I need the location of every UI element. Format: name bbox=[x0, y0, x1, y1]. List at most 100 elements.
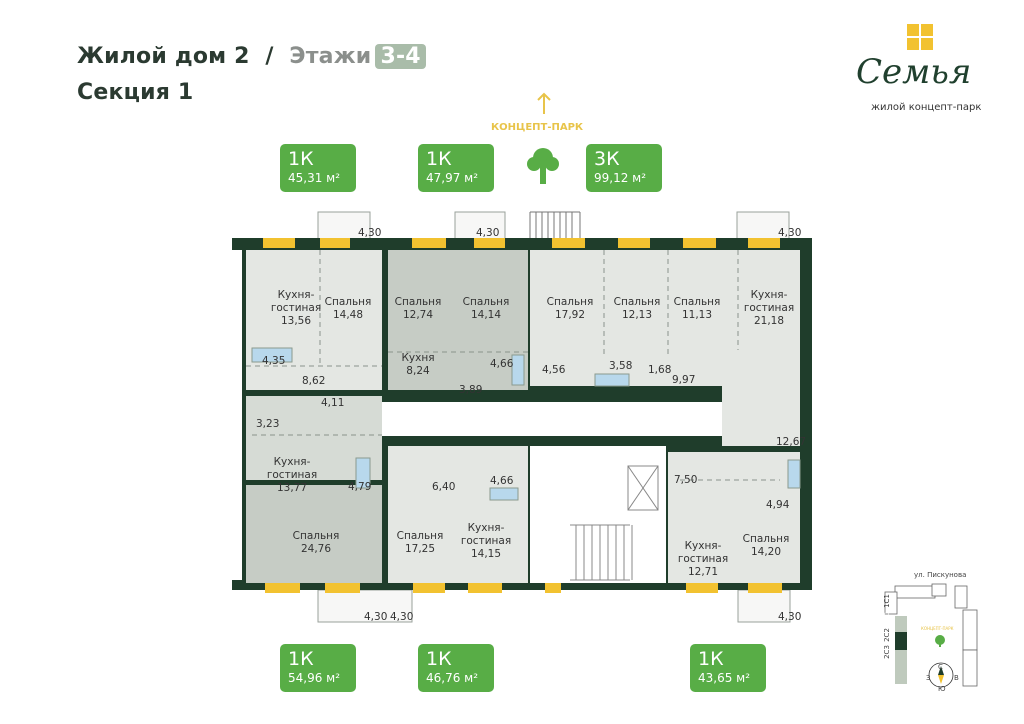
text-label: Этажи bbox=[289, 44, 372, 69]
park-label: КОНЦЕПТ-ПАРК bbox=[491, 122, 584, 133]
text-label: З bbox=[926, 674, 931, 682]
text-label: 46,76 м² bbox=[426, 671, 479, 685]
text-label: В bbox=[954, 674, 959, 682]
floors-badge: 3-4 bbox=[375, 44, 426, 69]
text-label: Спальня bbox=[613, 296, 661, 308]
apartment-46-76 bbox=[388, 446, 528, 583]
text-label: Спальня bbox=[396, 530, 444, 542]
area-value: 4,30 bbox=[778, 227, 802, 239]
text-label: 45,31 м² bbox=[288, 171, 341, 185]
area-value: 4,30 bbox=[390, 611, 414, 623]
text-label: 21,18 bbox=[753, 315, 785, 327]
area-value: 4,66 bbox=[490, 358, 514, 370]
text-label: 1К bbox=[426, 648, 452, 670]
text-label: Спальня bbox=[742, 533, 790, 545]
text-label: Жилой дом 2 bbox=[77, 44, 250, 69]
text-label: 99,12 м² bbox=[594, 171, 647, 185]
text-label: 1К bbox=[288, 148, 314, 170]
text-label: Спальня bbox=[673, 296, 721, 308]
text-label: / bbox=[265, 44, 274, 69]
area-value: 8,62 bbox=[302, 375, 326, 387]
text-label: 8,24 bbox=[406, 365, 430, 377]
area-value: 4,35 bbox=[262, 355, 286, 367]
apartment-45-31 bbox=[246, 250, 382, 390]
apartment-54-96 bbox=[246, 485, 382, 583]
area-value: 6,40 bbox=[432, 481, 456, 493]
text-label: жилой концепт-парк bbox=[871, 102, 982, 113]
apartment-99-12 bbox=[530, 250, 800, 386]
area-value: 12,67 bbox=[776, 436, 807, 448]
area-value: 4,30 bbox=[778, 611, 802, 623]
area-value: 4,94 bbox=[766, 499, 790, 511]
text-label: Кухня- гостиная bbox=[743, 289, 795, 314]
text-label: 12,13 bbox=[621, 309, 653, 321]
text-label: ул. Пискунова bbox=[914, 571, 967, 579]
arrow-up-icon bbox=[537, 92, 551, 114]
text-label: Спальня bbox=[292, 530, 340, 542]
apartment-47-97 bbox=[388, 250, 528, 390]
stairwell bbox=[530, 446, 666, 583]
text-label: 1К bbox=[288, 648, 314, 670]
text-label: 43,65 м² bbox=[698, 671, 751, 685]
text-label: 17,92 bbox=[554, 309, 586, 321]
corridor bbox=[382, 402, 722, 436]
text-label: 24,76 bbox=[300, 543, 332, 555]
text-label: Кухня bbox=[401, 352, 435, 364]
text-label: 12,71 bbox=[687, 566, 719, 578]
section-title: Секция 1 bbox=[77, 80, 194, 105]
area-value: 9,97 bbox=[672, 374, 696, 386]
text-label: Спальня bbox=[462, 296, 510, 308]
text-label: 14,48 bbox=[332, 309, 364, 321]
text-label: Ю bbox=[938, 685, 946, 693]
text-label: 2С1 bbox=[882, 611, 891, 625]
text-label: 14,14 bbox=[470, 309, 502, 321]
text-label: 14,20 bbox=[750, 546, 782, 558]
area-value: 3,23 bbox=[256, 418, 280, 430]
text-label: 13,56 bbox=[280, 315, 312, 327]
text-label: 1К bbox=[698, 648, 724, 670]
text-label: 11,13 bbox=[681, 309, 713, 321]
text-label: Семья bbox=[856, 52, 972, 92]
text-label: 2С2 bbox=[882, 628, 891, 642]
text-label: Кухня- гостиная bbox=[677, 540, 729, 565]
area-value: 4,79 bbox=[348, 481, 372, 493]
tree-icon bbox=[527, 148, 559, 184]
area-value: 1,68 bbox=[648, 364, 672, 376]
area-value: 3,89 bbox=[459, 384, 483, 396]
area-value: 4,30 bbox=[476, 227, 500, 239]
text-label: 54,96 м² bbox=[288, 671, 341, 685]
area-value: 7,50 bbox=[674, 474, 698, 486]
text-label: 12,74 bbox=[402, 309, 434, 321]
text-label: Спальня bbox=[394, 296, 442, 308]
text-label: 14,15 bbox=[470, 548, 502, 560]
area-value: 4,11 bbox=[321, 397, 345, 409]
text-label: 47,97 м² bbox=[426, 171, 479, 185]
text-label: Спальня bbox=[324, 296, 372, 308]
area-value: 4,30 bbox=[364, 611, 388, 623]
text-label: 1К bbox=[426, 148, 452, 170]
area-value: 4,30 bbox=[358, 227, 382, 239]
area-value: 4,56 bbox=[542, 364, 566, 376]
